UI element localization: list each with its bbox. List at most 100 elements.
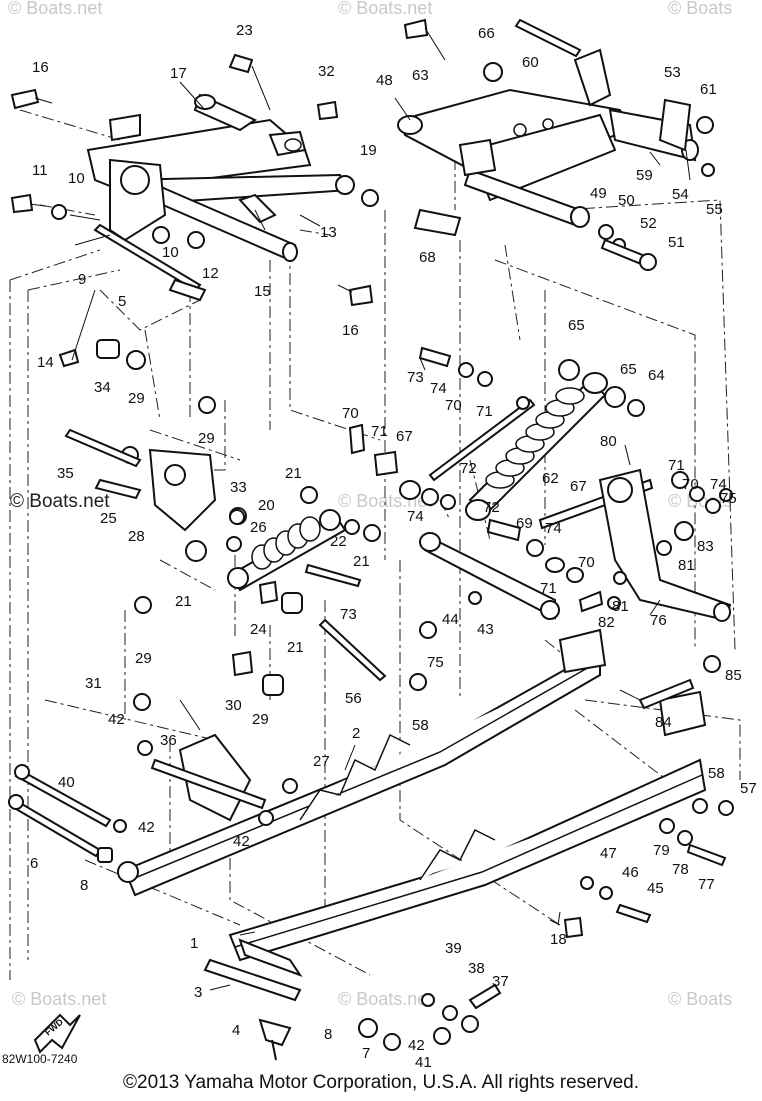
part-number: 27 bbox=[313, 753, 330, 770]
watermark-bottom-center: © Boats.net bbox=[338, 989, 432, 1009]
watermark-top-center: © Boats.net bbox=[338, 0, 432, 18]
part-number: 54 bbox=[672, 186, 689, 203]
part-number: 10 bbox=[68, 170, 85, 187]
part-number: 71 bbox=[476, 403, 493, 420]
part-number: 74 bbox=[430, 380, 447, 397]
part-number: 1 bbox=[190, 935, 198, 952]
part-number: 58 bbox=[412, 717, 429, 734]
part-number: 48 bbox=[376, 72, 393, 89]
part-number: 71 bbox=[371, 423, 388, 440]
part-number: 42 bbox=[108, 711, 125, 728]
part-number: 74 bbox=[710, 476, 727, 493]
part-number: 5 bbox=[118, 293, 126, 310]
part-number: 77 bbox=[698, 876, 715, 893]
part-number: 6 bbox=[30, 855, 38, 872]
front-shock-assembly bbox=[134, 396, 427, 696]
part-number: 7 bbox=[362, 1045, 370, 1062]
part-number: 21 bbox=[285, 465, 302, 482]
part-number: 11 bbox=[32, 162, 48, 179]
part-number: 36 bbox=[160, 732, 177, 749]
part-number: 82 bbox=[598, 614, 615, 631]
part-number: 67 bbox=[396, 428, 413, 445]
part-number: 55 bbox=[706, 201, 723, 218]
part-number: 75 bbox=[427, 654, 444, 671]
part-number: 57 bbox=[740, 780, 757, 797]
part-number: 66 bbox=[478, 25, 495, 42]
part-number: 22 bbox=[330, 533, 347, 550]
part-number: 53 bbox=[664, 64, 681, 81]
lower-hardware bbox=[8, 655, 734, 1061]
rear-arm-assembly bbox=[397, 18, 715, 271]
part-number: 24 bbox=[250, 621, 267, 638]
front-arm-hardware bbox=[10, 53, 379, 370]
part-number: 14 bbox=[37, 354, 54, 371]
part-number: 52 bbox=[640, 215, 657, 232]
part-number: 71 bbox=[668, 457, 685, 474]
part-number: 29 bbox=[198, 430, 215, 447]
watermark-top-right: © Boats bbox=[668, 0, 732, 18]
part-number: 37 bbox=[492, 973, 509, 990]
copyright-notice: ©2013 Yamaha Motor Corporation, U.S.A. A… bbox=[123, 1072, 639, 1093]
part-number: 67 bbox=[570, 478, 587, 495]
part-number: 49 bbox=[590, 185, 607, 202]
part-number: 68 bbox=[419, 249, 436, 266]
part-callouts: 16 17 23 32 11 10 10 12 19 13 15 16 9 5 … bbox=[30, 22, 757, 1071]
part-number: 72 bbox=[460, 460, 477, 477]
watermark-bottom-left: © Boats.net bbox=[12, 989, 106, 1009]
part-number: 70 bbox=[578, 554, 595, 571]
part-number: 26 bbox=[250, 519, 267, 536]
part-number: 16 bbox=[342, 322, 359, 339]
rear-pivot-arm bbox=[598, 468, 733, 622]
part-number: 73 bbox=[407, 369, 424, 386]
part-number: 58 bbox=[708, 765, 725, 782]
part-number: 70 bbox=[682, 476, 699, 493]
part-number: 18 bbox=[550, 931, 567, 948]
part-number: 9 bbox=[78, 271, 86, 288]
part-number: 30 bbox=[225, 697, 242, 714]
part-number: 65 bbox=[568, 317, 585, 334]
part-number: 31 bbox=[85, 675, 102, 692]
part-number: 29 bbox=[135, 650, 152, 667]
part-number: 56 bbox=[345, 690, 362, 707]
part-number: 46 bbox=[622, 864, 639, 881]
watermark-mid-left: © Boats.net bbox=[10, 491, 110, 512]
part-number: 78 bbox=[672, 861, 689, 878]
part-number: 70 bbox=[445, 397, 462, 414]
rear-shock-spring bbox=[485, 387, 585, 489]
part-number: 72 bbox=[483, 499, 500, 516]
part-number: 13 bbox=[320, 224, 337, 241]
part-number: 70 bbox=[342, 405, 359, 422]
part-number: 25 bbox=[100, 510, 117, 527]
part-number: 65 bbox=[620, 361, 637, 378]
part-number: 45 bbox=[647, 880, 664, 897]
part-number: 63 bbox=[412, 67, 429, 84]
part-number: 17 bbox=[170, 65, 187, 82]
part-number: 19 bbox=[360, 142, 377, 159]
front-arm-assembly bbox=[86, 93, 355, 262]
slide-rail-upper bbox=[123, 628, 607, 897]
part-number: 35 bbox=[57, 465, 74, 482]
part-number: 33 bbox=[230, 479, 247, 496]
part-number: 84 bbox=[655, 714, 672, 731]
slide-rail-lower bbox=[203, 690, 707, 1002]
part-number: 8 bbox=[80, 877, 88, 894]
part-number: 21 bbox=[175, 593, 192, 610]
part-number: 42 bbox=[408, 1037, 425, 1054]
part-number: 29 bbox=[252, 711, 269, 728]
part-number: 74 bbox=[545, 520, 562, 537]
part-number: 2 bbox=[352, 725, 360, 742]
part-number: 79 bbox=[653, 842, 670, 859]
part-number: 32 bbox=[318, 63, 335, 80]
part-number: 21 bbox=[287, 639, 304, 656]
part-number: 42 bbox=[233, 833, 250, 850]
part-number: 50 bbox=[618, 192, 635, 209]
front-bracket bbox=[64, 428, 245, 532]
part-number: 64 bbox=[648, 367, 665, 384]
part-number: 29 bbox=[128, 390, 145, 407]
part-number: 60 bbox=[522, 54, 539, 71]
part-number: 75 bbox=[720, 490, 737, 507]
fwd-arrow: FWD bbox=[33, 1013, 81, 1054]
part-number: 28 bbox=[128, 528, 145, 545]
part-number: 15 bbox=[254, 283, 271, 300]
